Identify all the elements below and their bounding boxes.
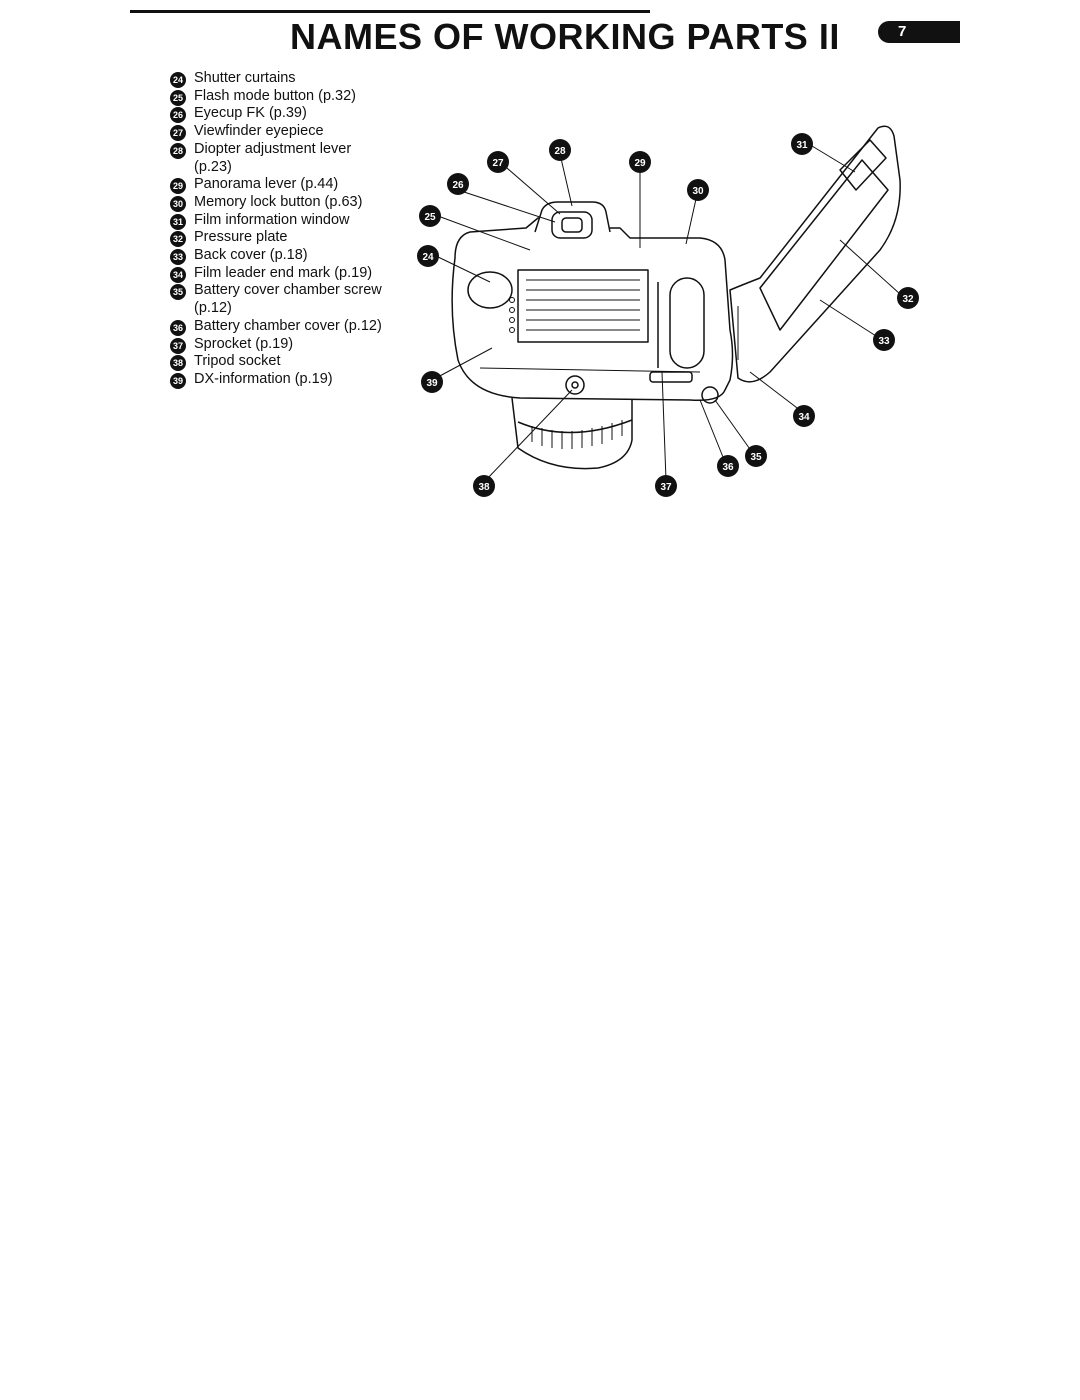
part-label: Back cover (p.18) [194,247,308,264]
callout-number-marker: 35 [170,284,186,301]
battery-cover-screw [701,386,719,404]
part-label: Film information window [194,211,350,228]
callout-number-marker: 31 [170,213,186,230]
callout-number-marker: 26 [170,107,186,124]
callout-38: 38 [478,482,490,493]
part-label: Viewfinder eyepiece [194,123,324,140]
part-item: 24 Shutter curtains [170,70,382,88]
lens-grip-ridges [531,420,623,449]
top-rule [130,10,650,13]
callout-30: 30 [692,186,704,197]
callout-number-marker: 25 [170,89,186,106]
page-number-tab: 7 [878,21,960,43]
eyecup [551,211,593,239]
callout-27: 27 [492,158,504,169]
battery-chamber-slot [649,371,693,383]
part-label: Battery cover chamber screw [194,282,382,299]
part-item: 30 Memory lock button (p.63) [170,194,382,212]
viewfinder-eyepiece [561,217,583,233]
page-number: 7 [898,23,907,40]
callout-32: 32 [902,294,914,305]
callout-markers: 24 25 26 27 28 29 30 31 32 33 34 35 36 3… [417,133,919,497]
lens-grip-ring [517,419,633,434]
callout-28: 28 [554,146,566,157]
callout-number-marker: 32 [170,231,186,248]
camera-back-diagram: 24 25 26 27 28 29 30 31 32 33 34 35 36 3… [417,125,919,497]
part-label: Eyecup FK (p.39) [194,105,307,122]
part-label: Battery chamber cover (p.12) [194,317,382,334]
part-label: DX-information (p.19) [194,370,333,387]
callout-number-marker: 37 [170,337,186,354]
shutter-curtain-lines [526,279,640,331]
part-label: Diopter adjustment lever [194,140,352,157]
part-item: 28 Diopter adjustment lever(p.23) [170,141,382,176]
callout-number-marker: 28 [170,142,186,159]
part-item: 39 DX-information (p.19) [170,371,382,389]
callout-33: 33 [878,336,890,347]
callout-34: 34 [798,412,810,423]
pressure-plate [759,159,889,331]
callout-number-marker: 39 [170,372,186,389]
part-item: 26 Eyecup FK (p.39) [170,105,382,124]
part-item: 25 Flash mode button (p.32) [170,88,382,106]
part-item: 38 Tripod socket [170,353,382,372]
part-label: Shutter curtains [194,70,296,86]
part-item: 33 Back cover (p.18) [170,247,382,266]
part-item: 31 Film information window [170,212,382,230]
callout-number-marker: 36 [170,319,186,336]
film-gate [517,269,649,343]
part-item: 27 Viewfinder eyepiece [170,123,382,142]
film-info-window [839,139,887,191]
tripod-socket [565,375,585,395]
part-label: Sprocket (p.19) [194,335,294,352]
film-chamber [467,271,513,309]
dx-contacts [509,297,515,333]
part-label: Memory lock button (p.63) [194,193,363,210]
part-label: Tripod socket [194,353,281,370]
part-label: Pressure plate [194,229,288,246]
callout-24: 24 [422,252,434,263]
callout-39: 39 [426,378,438,389]
callout-31: 31 [796,140,808,151]
callout-37: 37 [660,482,672,493]
callout-35: 35 [750,452,762,463]
part-item: 34 Film leader end mark (p.19) [170,265,382,283]
part-item: 35 Battery cover chamber screw(p.12) [170,282,382,317]
callout-29: 29 [634,158,646,169]
part-item: 37 Sprocket (p.19) [170,336,382,354]
part-label: Flash mode button (p.32) [194,87,357,104]
callout-number-marker: 24 [170,72,186,88]
page-title: NAMES OF WORKING PARTS II [290,16,840,57]
take-up-spool [669,277,705,369]
parts-list: 24 Shutter curtains 25 Flash mode button (… [170,70,382,389]
callout-number-marker: 29 [170,178,186,195]
part-item: 32 Pressure plate [170,229,382,248]
callout-number-marker: 34 [170,266,186,283]
camera-drawing [451,125,901,470]
part-label-continuation: (p.12) [194,300,232,317]
callout-26: 26 [452,180,464,191]
callout-36: 36 [722,462,734,473]
part-label: Panorama lever (p.44) [194,176,339,193]
part-item: 36 Battery chamber cover (p.12) [170,318,382,336]
callout-number-marker: 33 [170,249,186,266]
part-label: Film leader end mark (p.19) [194,264,373,281]
callout-number-marker: 27 [170,125,186,142]
callout-25: 25 [424,212,436,223]
part-label-continuation: (p.23) [194,158,232,175]
callout-number-marker: 38 [170,355,186,372]
callout-number-marker: 30 [170,195,186,212]
part-item: 29 Panorama lever (p.44) [170,176,382,195]
top-rule-thin [520,12,650,13]
